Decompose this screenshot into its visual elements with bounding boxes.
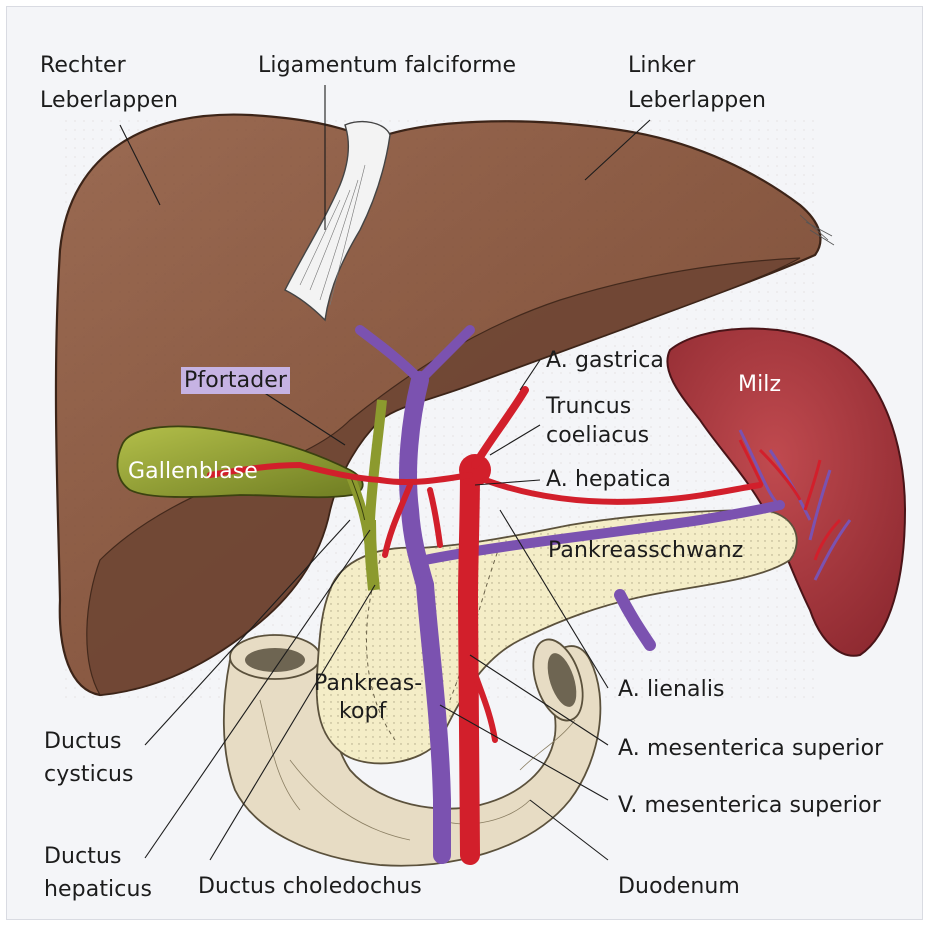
label-duodenum: Duodenum xyxy=(618,873,740,900)
label-ductus-choledochus: Ductus choledochus xyxy=(198,873,422,900)
label-truncus-coeliacus-2: coeliacus xyxy=(546,422,649,449)
label-a-mesenterica-superior: A. mesenterica superior xyxy=(618,735,883,762)
label-pfortader: Pfortader xyxy=(181,367,290,394)
label-milz: Milz xyxy=(738,371,781,398)
label-rechter-leberlappen-1: Rechter xyxy=(40,52,126,79)
label-linker-leberlappen-1: Linker xyxy=(628,52,695,79)
label-ductus-hepaticus-1: Ductus xyxy=(44,843,122,870)
label-v-mesenterica-superior: V. mesenterica superior xyxy=(618,792,881,819)
label-ligamentum-falciforme: Ligamentum falciforme xyxy=(258,52,516,79)
label-gallenblase: Gallenblase xyxy=(128,458,258,485)
label-truncus-coeliacus-1: Truncus xyxy=(546,393,631,420)
label-ductus-cysticus-2: cysticus xyxy=(44,761,134,788)
label-pankreaskopf-2: kopf xyxy=(339,698,387,725)
label-ductus-cysticus-1: Ductus xyxy=(44,728,122,755)
label-a-hepatica: A. hepatica xyxy=(546,466,671,493)
label-pankreaskopf-1: Pankreas- xyxy=(314,670,422,697)
label-linker-leberlappen-2: Leberlappen xyxy=(628,87,766,114)
label-a-lienalis: A. lienalis xyxy=(618,676,725,703)
label-rechter-leberlappen-2: Leberlappen xyxy=(40,87,178,114)
label-pankreasschwanz: Pankreasschwanz xyxy=(548,537,743,564)
ductus-choledochus-tube xyxy=(370,520,374,590)
label-ductus-hepaticus-2: hepaticus xyxy=(44,876,152,903)
label-a-gastrica: A. gastrica xyxy=(546,347,664,374)
